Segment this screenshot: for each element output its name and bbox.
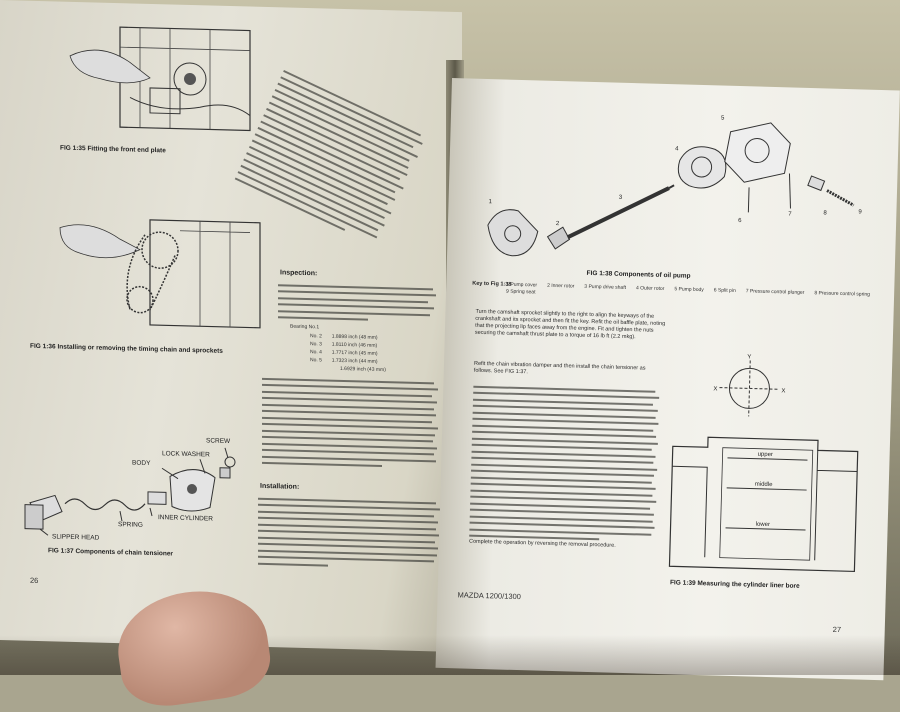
fig39-upper: upper — [758, 452, 774, 458]
fig36-illustration — [59, 219, 261, 329]
key-item: 6 Split pin — [713, 287, 736, 295]
bearing-value: 1.7323 inch (44 mm) — [331, 357, 378, 365]
right-para-1: Turn the camshaft sprocket slightly to t… — [474, 308, 666, 341]
svg-text:1: 1 — [488, 199, 492, 205]
fig37-illustration — [24, 447, 236, 536]
key-item: 8 Pressure control spring — [814, 290, 871, 298]
fig39-middle: middle — [755, 482, 773, 489]
fig38-caption: FIG 1:38 Components of oil pump — [586, 269, 691, 280]
right-page: 1 2 3 4 5 6 7 8 9 FIG 1:38 Components of oil… — [435, 78, 900, 681]
inspection-paragraph — [278, 279, 438, 327]
right-body-lines — [469, 381, 663, 547]
key-item: 7 Pressure control plunger — [745, 288, 805, 296]
fig37-label-screw: SCREW — [206, 437, 231, 446]
key-item: 9 Spring seat — [505, 288, 536, 296]
bearing-value: 1.7717 inch (45 mm) — [331, 349, 378, 357]
bearing-no: No. 2 — [310, 333, 322, 340]
svg-text:6: 6 — [738, 218, 742, 224]
svg-text:9: 9 — [858, 209, 862, 215]
svg-text:5: 5 — [721, 116, 725, 122]
fig39-x-right: X — [781, 388, 785, 394]
key-item: 5 Pump body — [674, 286, 704, 294]
fig37-label-slipper-head: SLIPPER HEAD — [52, 533, 100, 542]
fig39-x-left: X — [713, 386, 717, 392]
running-title: MAZDA 1200/1300 — [457, 590, 522, 602]
bearing-no: No. 5 — [310, 357, 322, 364]
fig39-lower: lower — [756, 522, 771, 528]
fig35-illustration — [69, 26, 251, 132]
right-page-number: 27 — [832, 624, 842, 635]
fig37-label-lock-washer: LOCK WASHER — [162, 450, 210, 459]
bearing-heading: Bearing No.1 — [290, 323, 320, 331]
key-item: 2 Inner rotor — [547, 282, 575, 290]
fig37-label-spring: SPRING — [118, 521, 143, 529]
fig39-y: Y — [747, 354, 751, 360]
installation-heading: Installation: — [260, 482, 300, 491]
inspection-heading: Inspection: — [280, 269, 318, 278]
fig37-label-body: BODY — [132, 459, 151, 467]
installation-paragraph — [258, 493, 443, 574]
fig39-caption: FIG 1:39 Measuring the cylinder liner bo… — [669, 579, 800, 590]
svg-text:3: 3 — [619, 195, 623, 201]
bearing-no: No. 4 — [310, 349, 322, 356]
svg-text:7: 7 — [788, 211, 792, 217]
fig35-caption: FIG 1:35 Fitting the front end plate — [60, 144, 166, 155]
fig38-illustration: 1 2 3 4 5 6 7 8 9 — [487, 116, 862, 257]
left-page-number: 26 — [30, 575, 39, 586]
bearing-value: 1.8898 inch (48 mm) — [331, 333, 378, 341]
key-item: 4 Outer rotor — [635, 285, 665, 293]
bearing-value: 1.6929 inch (43 mm) — [340, 365, 386, 374]
fig36-caption: FIG 1:36 Installing or removing the timi… — [30, 342, 223, 355]
svg-text:8: 8 — [823, 210, 827, 216]
right-para-2: Refit the chain vibration damper and the… — [473, 360, 646, 376]
fig38-key-list: 1 Pump cover 2 Inner rotor 3 Pump drive … — [506, 282, 876, 306]
svg-text:4: 4 — [675, 146, 679, 152]
inspection-paragraph-2 — [262, 373, 442, 473]
key-item: 3 Pump drive shaft — [584, 283, 627, 291]
fig37-label-inner-cylinder: INNER CYLINDER — [158, 514, 213, 523]
bearing-no: No. 3 — [310, 341, 322, 348]
fig39-illustration: X X Y upper middle lower — [668, 354, 859, 573]
svg-text:2: 2 — [556, 221, 560, 227]
left-page: FIG 1:35 Fitting the front end plate FIG… — [0, 0, 462, 653]
fig37-caption: FIG 1:37 Components of chain tensioner — [48, 547, 173, 558]
bearing-value: 1.8110 inch (46 mm) — [331, 341, 378, 349]
